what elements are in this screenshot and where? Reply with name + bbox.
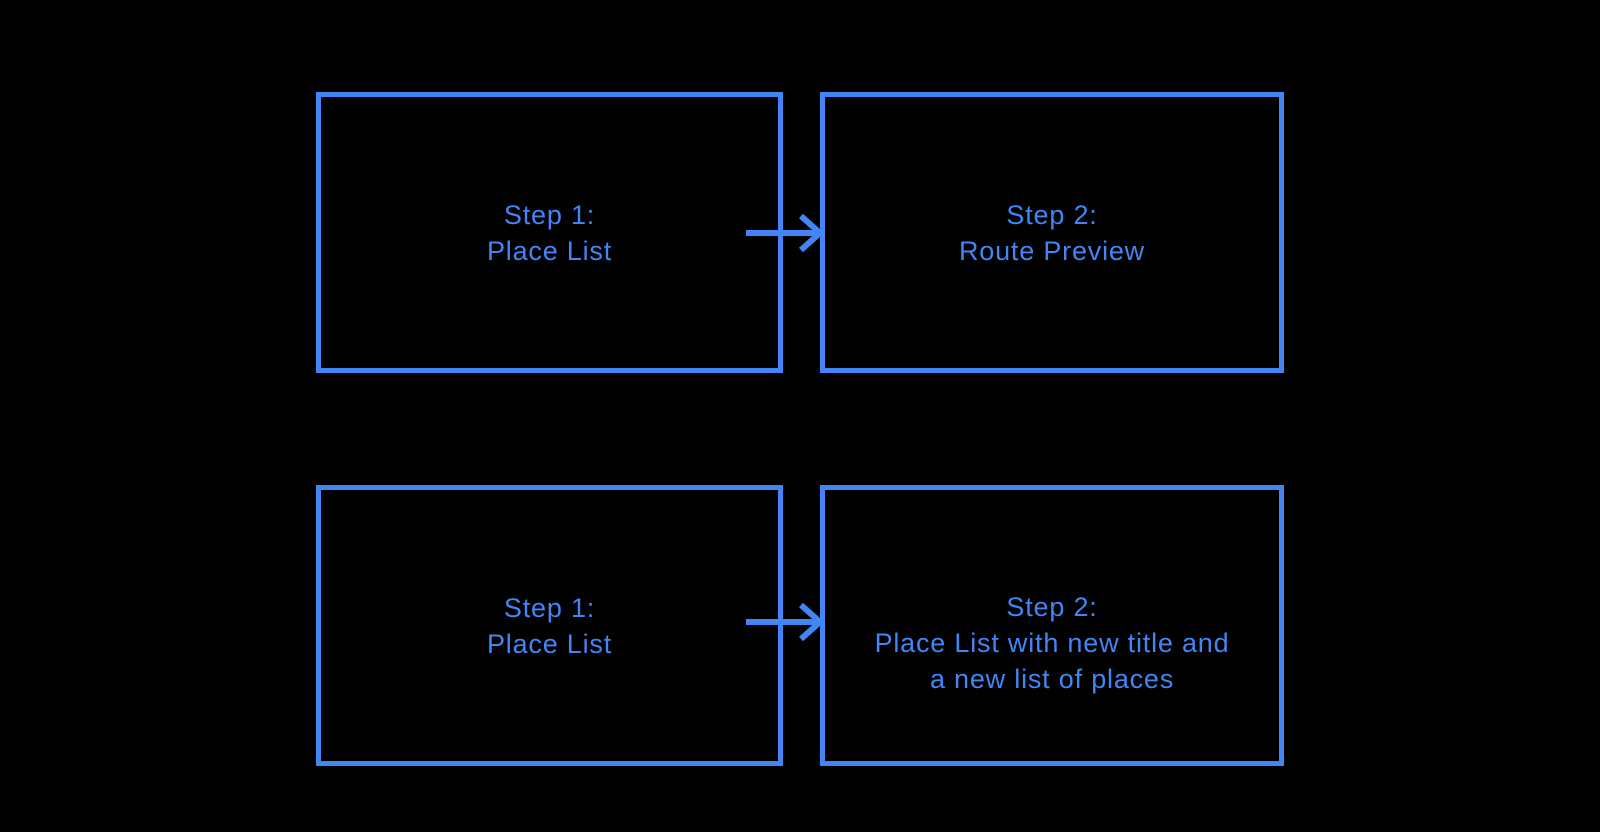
step-label-line: Place List [486,628,613,659]
box-flow2-step1: Step 1: Place List [316,485,783,766]
arrow-right-icon [746,602,825,642]
box-flow2-step1-label: Step 1: Place List [487,590,612,662]
step-label-line: Step 1: [503,592,596,623]
step-label-line: Step 2: [1006,591,1098,622]
box-flow2-step2-label: Step 2: Place List with new title and a … [875,589,1230,697]
box-flow2-step2: Step 2: Place List with new title and a … [820,485,1284,766]
box-flow1-step1: Step 1: Place List [316,92,783,373]
box-flow1-step2-label: Step 2: Route Preview [959,197,1145,269]
step-label-line: Route Preview [959,235,1145,266]
step-label-line: Place List [486,235,613,266]
step-label-line: a new list of places [929,663,1175,694]
box-flow1-step2: Step 2: Route Preview [820,92,1284,373]
step-label-line: Step 2: [1006,199,1098,230]
step-label-line: Place List with new title and [874,627,1230,658]
step-label-line: Step 1: [503,199,596,230]
arrow-right-icon [746,213,825,253]
box-flow1-step1-label: Step 1: Place List [487,197,612,269]
